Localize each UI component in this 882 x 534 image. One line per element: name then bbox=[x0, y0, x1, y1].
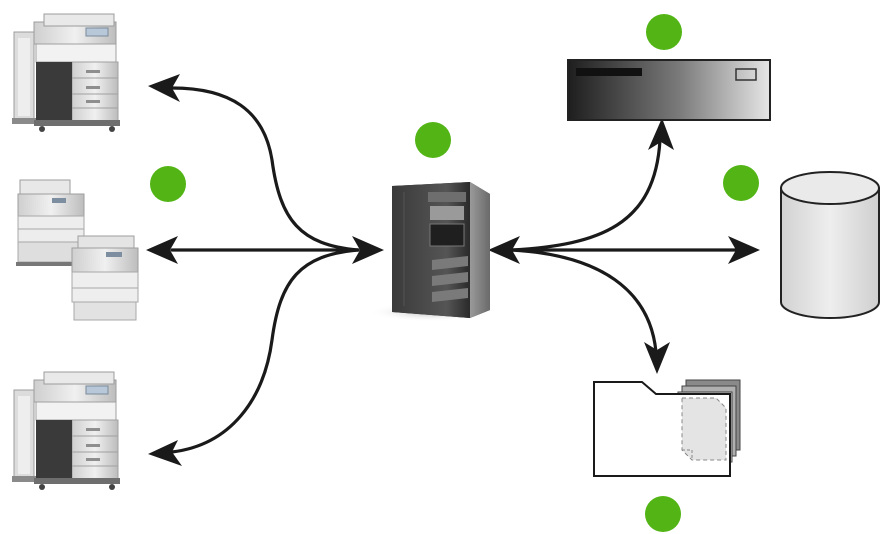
folder-documents-icon bbox=[594, 380, 740, 476]
marker-rack-server bbox=[646, 14, 682, 50]
connector-server-to-mfp-bottom bbox=[172, 250, 358, 452]
marker-central-server bbox=[415, 122, 451, 158]
marker-folder bbox=[645, 496, 681, 532]
multifunction-printer-icon bbox=[12, 372, 120, 490]
marker-printer-pair bbox=[150, 166, 186, 202]
connector-server-to-folder bbox=[512, 250, 656, 352]
tower-server-icon bbox=[368, 182, 492, 322]
laser-printer-pair-icon bbox=[16, 180, 138, 320]
database-cylinder-icon bbox=[781, 172, 879, 318]
rack-server-icon bbox=[568, 60, 770, 120]
connector-server-to-rack bbox=[512, 140, 660, 250]
arrowhead-mfp-bottom bbox=[148, 440, 182, 466]
multifunction-printer-icon bbox=[12, 14, 120, 132]
connector-server-to-mfp-top bbox=[172, 88, 358, 250]
marker-database bbox=[723, 165, 759, 201]
